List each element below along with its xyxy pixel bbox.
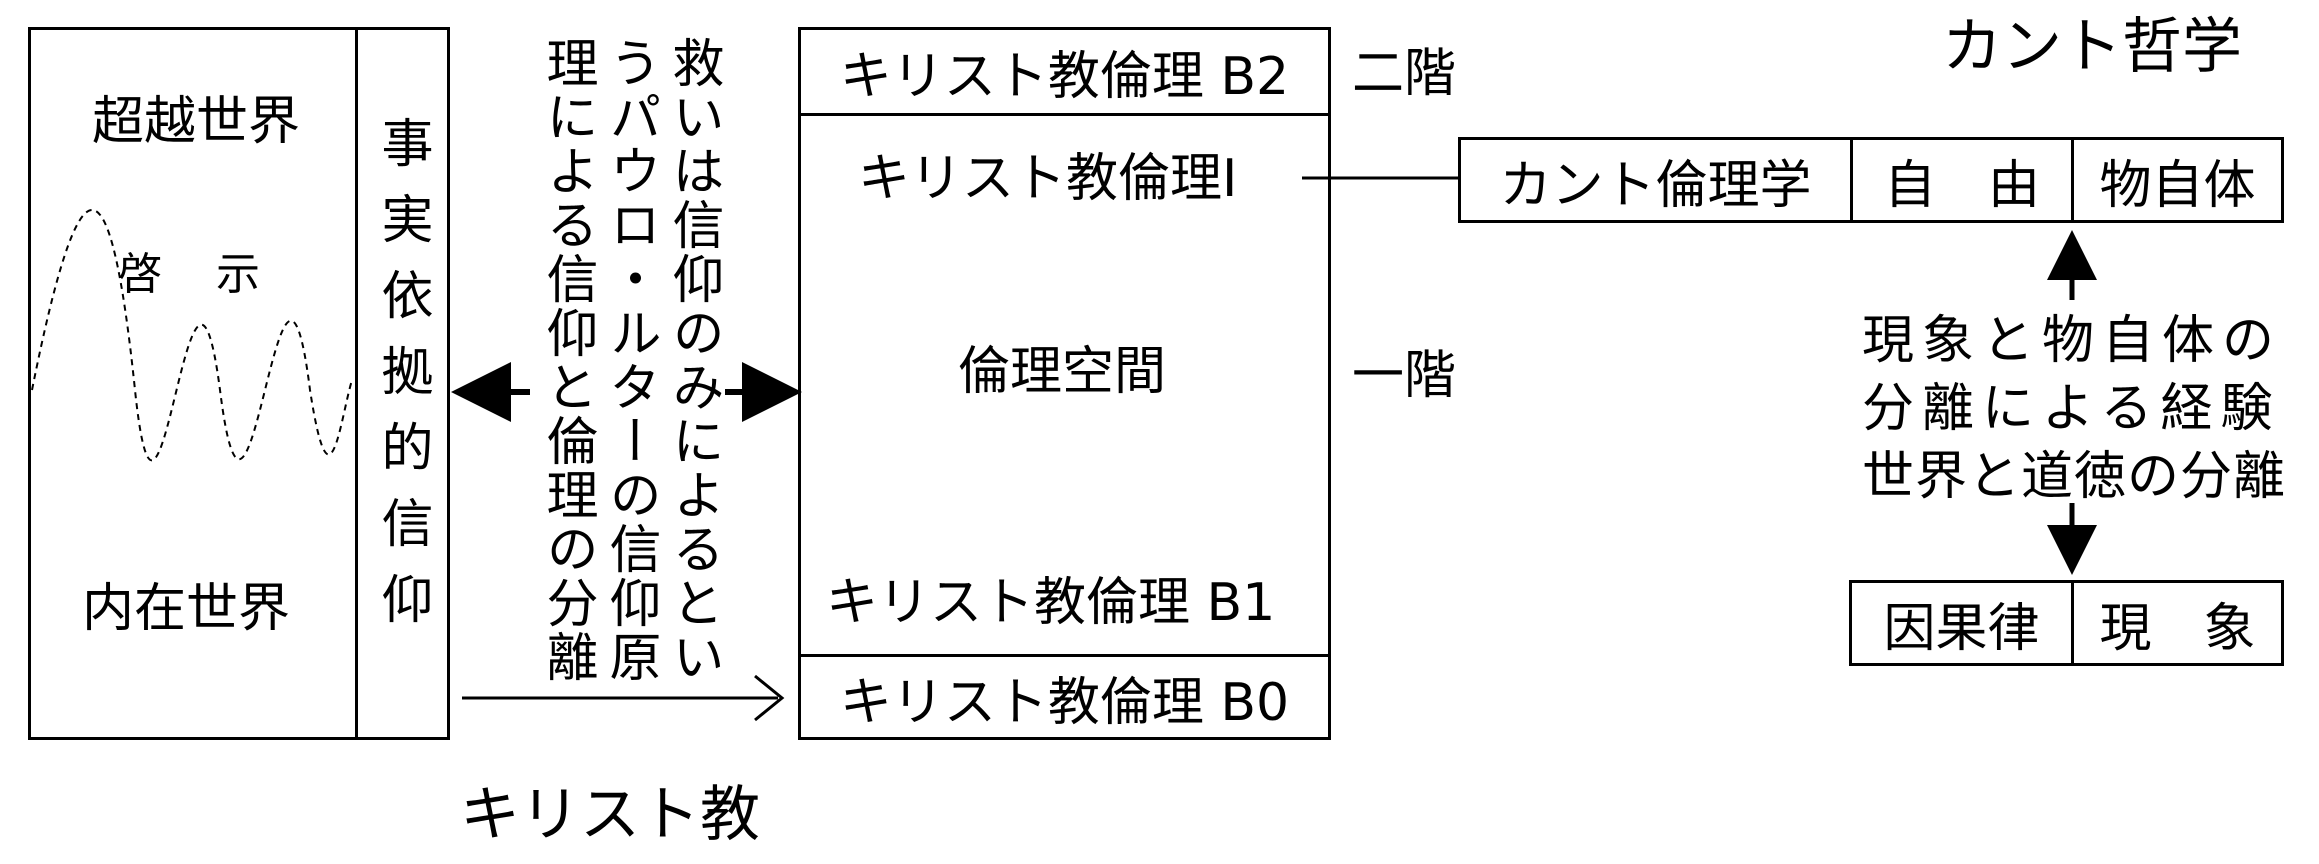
separation-text-line3: 世界と道徳の分離 — [1862, 447, 2287, 507]
christian-ethics-b1-label: キリスト教倫理 B1 — [826, 573, 1276, 633]
causality-label: 因果律 — [1883, 598, 2040, 659]
transcendent-world-label: 超越世界 — [92, 92, 301, 152]
ethical-space-box — [798, 113, 1331, 657]
christian-ethics-b0-label: キリスト教倫理 B0 — [839, 672, 1290, 733]
christian-ethics-b2-label: キリスト教倫理 B2 — [839, 47, 1290, 107]
causality-box: 因果律 — [1849, 580, 2074, 666]
immanent-world-label: 内在世界 — [82, 579, 291, 639]
christianity-label: キリスト教 — [460, 780, 760, 850]
revelation-label-2: 示 — [216, 249, 260, 300]
middle-text-col1: 救いは信仰のみによるとい — [663, 36, 723, 684]
middle-text-col3: 理による信仰と倫理の分離 — [537, 36, 597, 684]
thing-in-itself-label: 物自体 — [2099, 155, 2256, 216]
factual-faith-panel — [355, 27, 450, 740]
second-floor-label: 二階 — [1352, 44, 1457, 104]
first-floor-label: 一階 — [1352, 346, 1457, 406]
phenomenon-label: 現 象 — [2099, 598, 2256, 659]
kant-philosophy-title: カント哲学 — [1942, 12, 2242, 82]
christian-ethics-b0-box: キリスト教倫理 B0 — [798, 654, 1331, 740]
revelation-label-1: 啓 — [118, 249, 162, 300]
middle-text-col2: うパウロ・ルターの信仰原 — [600, 36, 660, 684]
kant-ethics-box: カント倫理学 — [1458, 137, 1853, 223]
separation-text-line2: 分離による経験 — [1862, 379, 2281, 439]
freedom-label: 自 由 — [1883, 155, 2040, 216]
factual-faith-label: 事実依拠的信仰 — [372, 116, 432, 648]
phenomenon-box: 現 象 — [2071, 580, 2284, 666]
christian-ethics-one-label: キリスト教倫理Ⅰ — [858, 149, 1238, 209]
transcendence-panel — [28, 27, 358, 740]
separation-text-line1: 現象と物自体の — [1862, 311, 2283, 371]
revelation-wave — [31, 209, 353, 462]
kant-ethics-label: カント倫理学 — [1499, 155, 1812, 216]
thing-in-itself-box: 物自体 — [2071, 137, 2284, 223]
faith-to-b0-arrowhead — [754, 674, 785, 722]
ethical-space-label: 倫理空間 — [958, 342, 1167, 402]
